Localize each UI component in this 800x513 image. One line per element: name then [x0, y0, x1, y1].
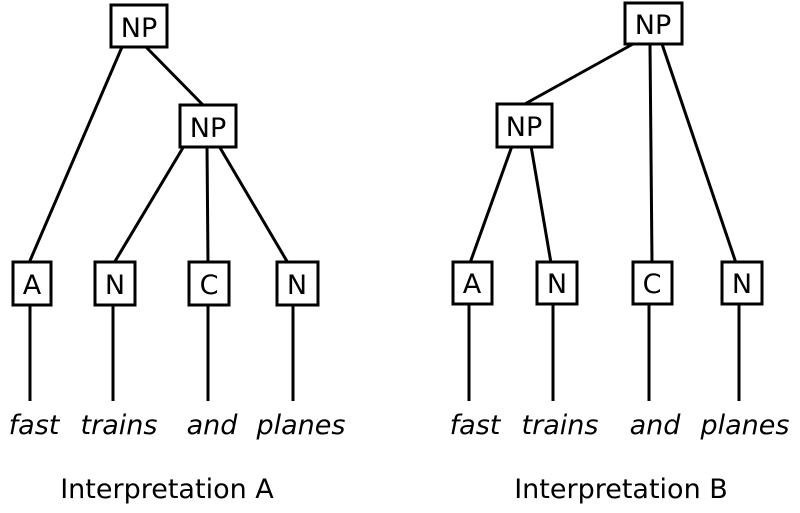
node-b-inner-np: NP: [495, 102, 554, 149]
node-a-inner-np: NP: [178, 103, 238, 149]
node-b-leaf-n2-label: N: [732, 269, 752, 300]
node-a-root-np: NP: [109, 3, 169, 49]
node-b-leaf-a: A: [451, 260, 494, 306]
caption-interpretation-a: Interpretation A: [60, 474, 274, 505]
node-b-leaf-c-label: C: [643, 269, 662, 300]
node-a-leaf-n1-box: [93, 260, 137, 307]
node-a-inner-np-label: NP: [190, 113, 226, 144]
node-b-leaf-c: C: [631, 260, 674, 306]
edge-b-root-to-n2-leaf: [660, 43, 738, 264]
tree-interpretation-b: NP NP A N C N: [450, 1, 790, 505]
node-b-leaf-n1: N: [535, 260, 579, 306]
node-a-leaf-a-label: A: [23, 270, 42, 301]
word-a-fast: fast: [9, 410, 61, 441]
node-b-leaf-c-box: [631, 260, 674, 306]
node-a-leaf-c-box: [187, 260, 231, 307]
edge-a-root-to-a-leaf: [27, 46, 124, 264]
node-b-leaf-n1-box: [535, 260, 579, 306]
edge-b-root-to-inner-np: [522, 42, 634, 107]
word-b-and: and: [630, 410, 682, 441]
node-b-inner-np-label: NP: [506, 112, 542, 143]
edge-b-root-to-c-leaf: [648, 43, 654, 264]
word-a-planes: planes: [256, 410, 346, 441]
edge-a-root-to-inner-np: [144, 45, 206, 108]
node-a-leaf-a: A: [11, 260, 53, 307]
word-b-trains: trains: [522, 410, 599, 441]
node-b-leaf-n2: N: [720, 260, 764, 306]
node-b-leaf-n1-label: N: [547, 269, 567, 300]
node-a-inner-np-box: [178, 103, 238, 149]
node-b-root-np-box: [623, 1, 684, 46]
edge-b-inner-to-a-leaf: [468, 145, 514, 264]
node-a-leaf-n1: N: [93, 260, 137, 307]
edge-a-inner-to-n2-leaf: [217, 145, 290, 264]
node-a-leaf-n1-label: N: [105, 270, 125, 301]
tree-interpretation-a: NP NP A N C N: [9, 3, 346, 505]
node-a-leaf-n2: N: [275, 260, 320, 307]
word-b-fast: fast: [450, 410, 502, 441]
node-a-leaf-c-label: C: [200, 270, 219, 301]
edge-a-inner-to-n1-leaf: [112, 145, 186, 264]
node-a-leaf-n2-label: N: [287, 270, 307, 301]
word-a-trains: trains: [81, 410, 158, 441]
word-b-planes: planes: [700, 410, 790, 441]
node-b-leaf-n2-box: [720, 260, 764, 306]
caption-interpretation-b: Interpretation B: [514, 474, 728, 505]
node-b-inner-np-box: [495, 102, 554, 149]
node-a-leaf-c: C: [187, 260, 231, 307]
node-b-leaf-a-box: [451, 260, 494, 306]
node-b-leaf-a-label: A: [463, 269, 482, 300]
edge-a-inner-to-c-leaf: [205, 145, 210, 264]
node-b-root-np-label: NP: [635, 10, 671, 41]
node-a-leaf-a-box: [11, 260, 53, 307]
node-a-root-np-label: NP: [121, 13, 157, 44]
node-a-leaf-n2-box: [275, 260, 320, 307]
node-a-root-np-box: [109, 3, 169, 49]
word-a-and: and: [187, 410, 239, 441]
node-b-root-np: NP: [623, 1, 684, 46]
edge-b-inner-to-n1-leaf: [529, 145, 553, 264]
